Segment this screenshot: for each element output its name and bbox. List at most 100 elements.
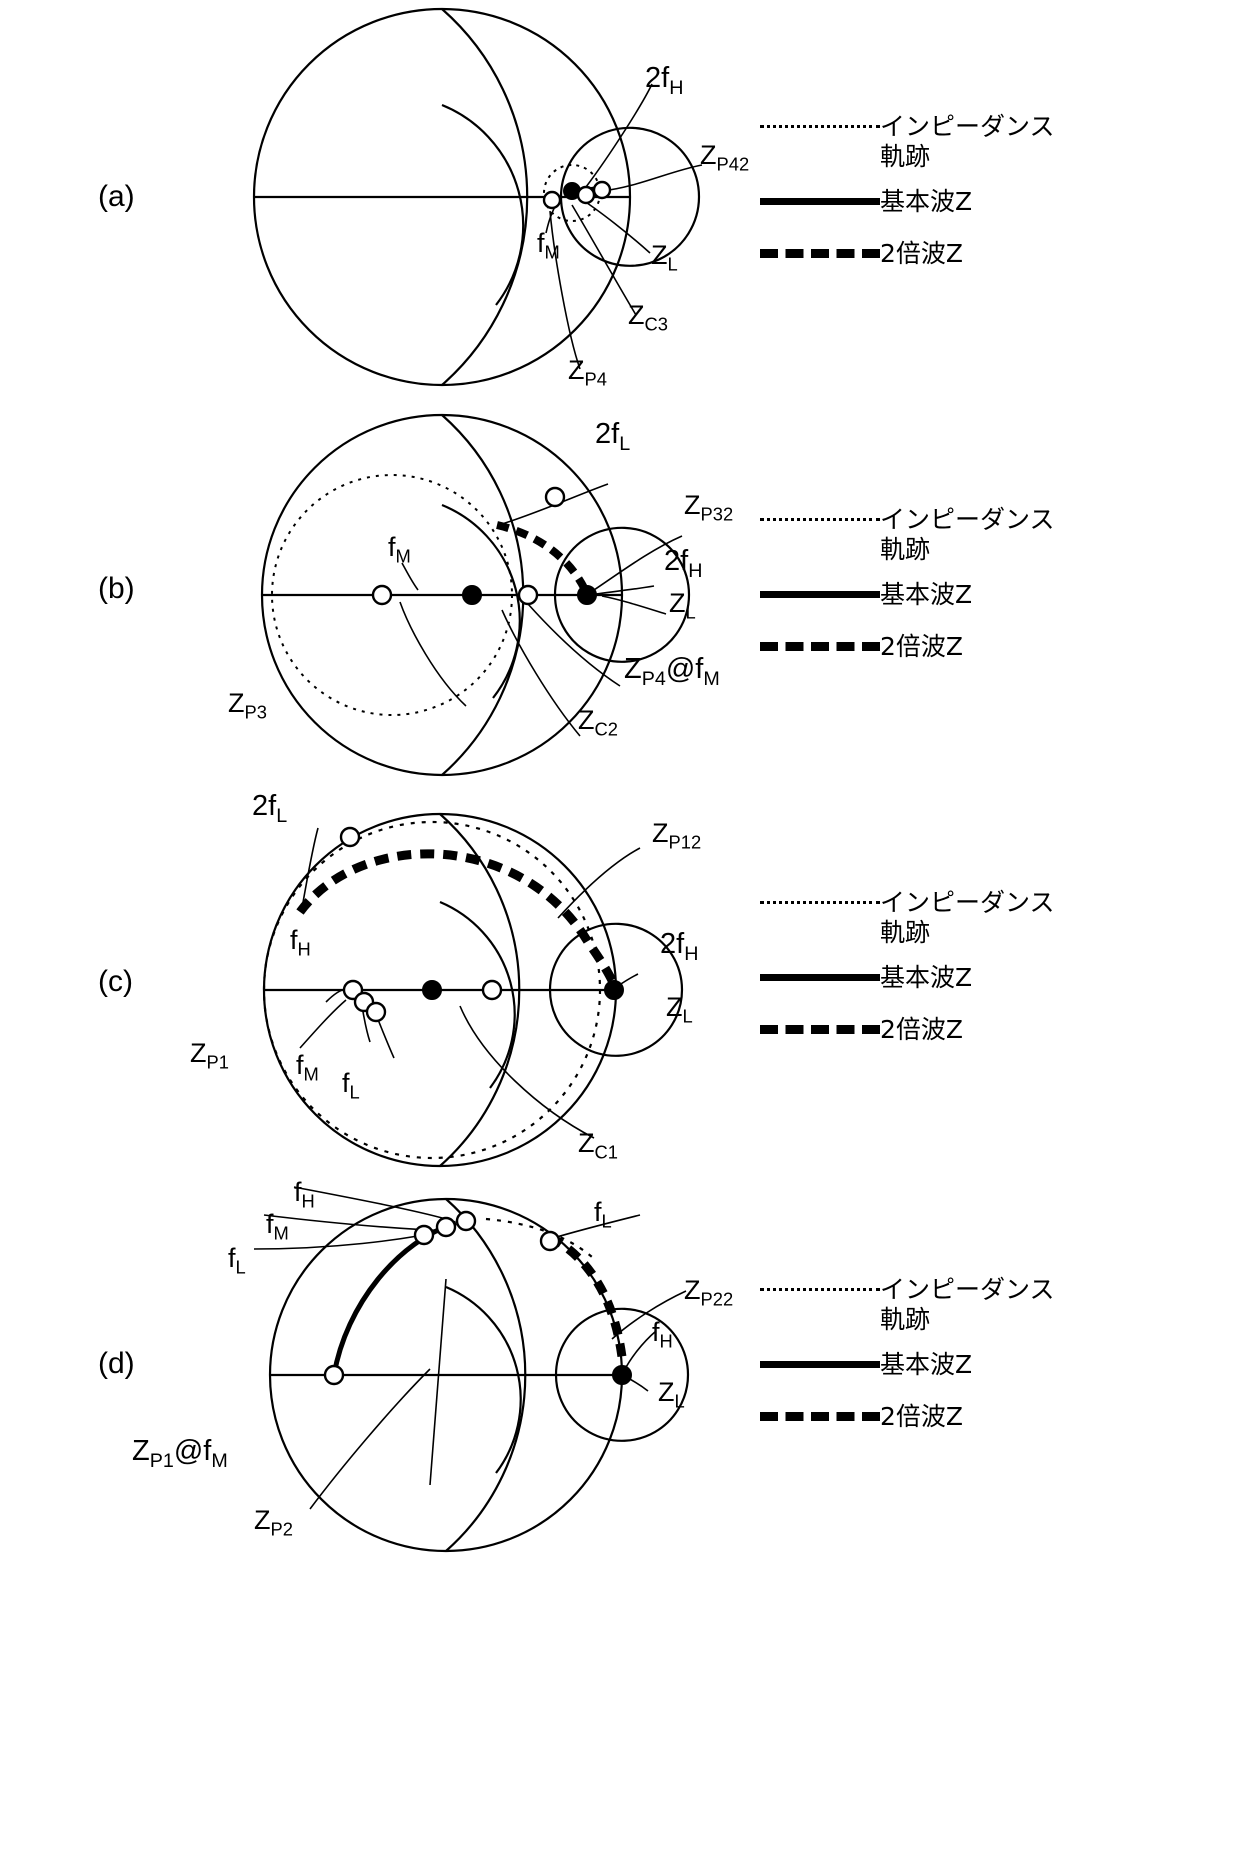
annotation-c-fM: fM: [296, 1050, 319, 1085]
annotation-c-2fL: 2fL: [252, 790, 288, 827]
marker-filled: [604, 980, 624, 1000]
legend-label: 2倍波Z: [880, 1014, 964, 1044]
marker-open: [413, 1224, 435, 1246]
marker-open: [455, 1210, 477, 1232]
legend-row-fundamental: 基本波Z: [760, 963, 1055, 993]
annotation-b-ZL: ZL: [669, 588, 696, 623]
harmonic-locus-b: [496, 521, 591, 596]
marker-open: [365, 1001, 387, 1023]
legend-row-fundamental: 基本波Z: [760, 580, 1055, 610]
marker-open: [544, 486, 566, 508]
legend-a: インピーダンス 軌跡 基本波Z 2倍波Z: [760, 112, 1055, 278]
marker-filled: [612, 1365, 632, 1385]
annotation-a-ZP42: ZP42: [700, 140, 750, 175]
annotation-c-2fH: 2fH: [660, 928, 699, 965]
smith-chart-a: [250, 5, 703, 390]
legend-row-fundamental: 基本波Z: [760, 187, 1055, 217]
impedance-locus-d: [485, 1217, 593, 1258]
marker-filled: [577, 585, 597, 605]
harmonic-locus-c: [296, 849, 621, 992]
legend-d: インピーダンス 軌跡 基本波Z 2倍波Z: [760, 1275, 1055, 1441]
legend-label: インピーダンス 軌跡: [880, 1275, 1055, 1334]
legend-row-impedance: インピーダンス 軌跡: [760, 888, 1055, 947]
legend-label: 2倍波Z: [880, 238, 964, 268]
annotation-c-ZP12: ZP12: [652, 818, 702, 853]
dashed-line-icon: [760, 239, 880, 267]
dotted-line-icon: [760, 112, 880, 140]
panel-c-label: (c): [98, 965, 133, 998]
annotation-d-ZP1-at-fM: ZP1@fM: [132, 1435, 228, 1472]
annotation-d-fM: fM: [266, 1209, 289, 1244]
legend-row-impedance: インピーダンス 軌跡: [760, 1275, 1055, 1334]
legend-label: 2倍波Z: [880, 1401, 964, 1431]
smith-chart-b: [250, 410, 691, 780]
panel-b-label: (b): [98, 572, 135, 605]
annotation-b-ZC2: ZC2: [578, 705, 618, 740]
smith-chart-d: [250, 1179, 690, 1579]
legend-row-harmonic: 2倍波Z: [760, 1015, 1055, 1045]
marker-open: [542, 190, 562, 210]
dashed-line-icon: [760, 1402, 880, 1430]
marker-filled: [462, 585, 482, 605]
annotation-b-ZP3: ZP3: [228, 688, 267, 723]
legend-label: 2倍波Z: [880, 631, 964, 661]
marker-open: [539, 1230, 561, 1252]
marker-filled: [422, 980, 442, 1000]
annotation-a-ZC3: ZC3: [628, 300, 668, 335]
panel-c: (c): [0, 780, 1244, 1168]
legend-label: 基本波Z: [880, 1350, 973, 1379]
legend-c: インピーダンス 軌跡 基本波Z 2倍波Z: [760, 888, 1055, 1054]
annotation-b-ZP32: ZP32: [684, 490, 734, 525]
annotation-b-2fH: 2fH: [664, 545, 703, 582]
legend-row-impedance: インピーダンス 軌跡: [760, 505, 1055, 564]
legend-row-harmonic: 2倍波Z: [760, 1402, 1055, 1432]
annotation-c-ZC1: ZC1: [578, 1128, 618, 1163]
annotation-a-ZL: ZL: [651, 240, 678, 275]
annotation-a-ZP4: ZP4: [568, 355, 607, 390]
marker-open: [517, 584, 539, 606]
annotation-c-fL: fL: [342, 1068, 360, 1103]
panel-d-label: (d): [98, 1347, 135, 1380]
legend-row-fundamental: 基本波Z: [760, 1350, 1055, 1380]
legend-row-harmonic: 2倍波Z: [760, 632, 1055, 662]
marker-open: [592, 180, 612, 200]
legend-label: インピーダンス 軌跡: [880, 505, 1055, 564]
impedance-locus-c: [262, 820, 602, 1160]
annotation-d-ZP22: ZP22: [684, 1275, 734, 1310]
annotation-b-2fL: 2fL: [595, 418, 631, 455]
annotation-d-ZL: ZL: [658, 1377, 685, 1412]
annotation-d-fH-right: fH: [652, 1317, 673, 1352]
annotation-b-fM: fM: [388, 532, 411, 567]
dotted-line-icon: [760, 505, 880, 533]
annotation-d-fL-left: fL: [228, 1243, 246, 1278]
marker-open: [371, 584, 393, 606]
annotation-d-fL-right: fL: [594, 1197, 612, 1232]
solid-line-icon: [760, 963, 880, 991]
annotation-c-ZP1: ZP1: [190, 1038, 229, 1073]
marker-open: [339, 826, 361, 848]
panel-d: (d): [0, 1165, 1244, 1874]
solid-line-icon: [760, 187, 880, 215]
marker-open: [576, 185, 596, 205]
marker-open: [435, 1216, 457, 1238]
annotation-a-2fH: 2fH: [645, 62, 684, 99]
marker-open: [481, 979, 503, 1001]
legend-label: インピーダンス 軌跡: [880, 888, 1055, 947]
legend-label: 基本波Z: [880, 580, 973, 609]
panel-a-label: (a): [98, 180, 135, 213]
harmonic-locus-d: [547, 1233, 628, 1377]
smith-chart-c: [240, 790, 690, 1170]
annotation-b-ZP4-at-fM: ZP4@fM: [624, 653, 720, 690]
annotation-d-fH: fH: [294, 1177, 315, 1212]
impedance-locus-b: [271, 474, 513, 716]
solid-line-icon: [760, 580, 880, 608]
dotted-line-icon: [760, 1275, 880, 1303]
dashed-line-icon: [760, 632, 880, 660]
panel-a: (a): [0, 0, 1244, 395]
dotted-line-icon: [760, 888, 880, 916]
fundamental-locus-d: [331, 1220, 457, 1376]
legend-row-impedance: インピーダンス 軌跡: [760, 112, 1055, 171]
legend-row-harmonic: 2倍波Z: [760, 239, 1055, 269]
dashed-line-icon: [760, 1015, 880, 1043]
solid-line-icon: [760, 1350, 880, 1378]
